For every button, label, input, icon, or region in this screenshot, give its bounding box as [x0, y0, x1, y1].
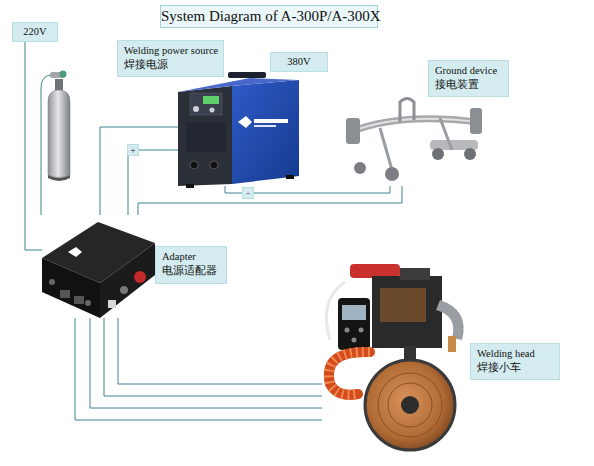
label-text: Adapter	[162, 250, 220, 264]
equipment-node: Ground device接电装置	[346, 98, 482, 186]
welding-head	[372, 276, 442, 348]
diagram-title: System Diagram of A-300P/A-300X	[160, 5, 378, 28]
gas-cylinder	[48, 71, 70, 182]
welding-head	[365, 360, 455, 450]
power-source-machine	[190, 161, 198, 169]
ground-device	[350, 119, 478, 132]
label-box: Adapter电源适配器	[155, 246, 227, 284]
power-source-machine	[190, 93, 222, 115]
label-box: Welding power source焊接电源	[117, 40, 224, 77]
cable-connector	[128, 150, 178, 215]
welding-head	[401, 396, 419, 414]
cable-connector	[138, 186, 402, 215]
power-source-machine	[203, 96, 219, 104]
adapter-device	[60, 290, 70, 298]
polarity-label: +	[127, 144, 139, 156]
label-text: Ground device	[435, 64, 502, 78]
adapter-device	[108, 300, 116, 308]
ground-device	[400, 99, 414, 123]
power-source-machine	[178, 78, 299, 92]
adapter-device	[42, 258, 100, 318]
adapter-device	[85, 300, 91, 306]
cable-connector	[104, 318, 322, 396]
cable-connector	[100, 127, 178, 215]
adapter-device	[49, 279, 55, 285]
welding-head	[380, 288, 426, 322]
power-source-machine	[254, 125, 276, 127]
power-source-machine	[232, 80, 299, 184]
polarity-label: -	[242, 187, 254, 199]
welding-head	[388, 383, 432, 427]
adapter-device	[74, 296, 84, 304]
welding-head	[448, 336, 456, 352]
equipment-node: Adapter电源适配器	[42, 215, 155, 318]
adapter-device	[100, 243, 155, 318]
label-box: 380V	[270, 52, 328, 72]
ground-device	[470, 108, 482, 134]
welding-head	[345, 328, 350, 333]
ground-device	[385, 167, 399, 181]
label-box: Welding head焊接小车	[470, 343, 560, 380]
label-text: 焊接电源	[124, 58, 217, 72]
welding-head	[359, 328, 364, 333]
welding-head	[338, 298, 370, 350]
adapter-device	[68, 247, 82, 257]
adapter-device	[120, 286, 128, 294]
label-text: 380V	[273, 55, 325, 69]
ground-device	[380, 118, 452, 170]
equipment-node: Welding power source焊接电源	[178, 82, 299, 186]
cable-connector	[118, 318, 322, 384]
adapter-device	[134, 271, 146, 283]
power-source-machine	[210, 161, 218, 169]
power-source-machine	[186, 122, 226, 152]
welding-head	[342, 305, 366, 320]
power-source-machine	[254, 119, 288, 123]
cable-connector	[90, 318, 322, 408]
power-source-machine	[286, 175, 294, 179]
label-text: 接电装置	[435, 78, 502, 92]
power-source-machine	[186, 184, 194, 188]
label-text: Welding power source	[124, 44, 217, 58]
ground-device	[432, 148, 444, 160]
cable-connector	[25, 40, 42, 250]
welding-head	[400, 268, 430, 280]
ground-device	[346, 99, 482, 182]
power-source-machine	[228, 72, 266, 78]
power-source-machine	[178, 86, 232, 186]
label-text: 焊接小车	[477, 361, 553, 375]
power-source-machine	[178, 72, 299, 188]
power-source-machine	[210, 108, 215, 113]
ground-device	[464, 148, 476, 160]
welding-head	[404, 346, 416, 360]
ground-device	[350, 119, 478, 132]
label-text: 220V	[15, 25, 55, 39]
equipment-node: 380V	[270, 52, 328, 72]
ground-device	[346, 118, 360, 144]
welding-head	[350, 264, 400, 278]
welding-head	[329, 352, 370, 395]
power-source-machine	[193, 106, 199, 112]
gas-cylinder	[48, 90, 70, 178]
adapter-device	[42, 222, 155, 318]
gas-cylinder	[48, 175, 70, 181]
power-source-machine	[238, 116, 252, 128]
ground-device	[354, 162, 366, 174]
label-box: Ground device接电装置	[428, 60, 509, 97]
equipment-node: 220V	[12, 22, 58, 40]
gas-cylinder	[55, 79, 63, 90]
welding-head	[436, 300, 464, 340]
cable-connector	[75, 318, 322, 420]
equipment-node: Welding head焊接小车	[322, 262, 470, 452]
label-text: Welding head	[477, 347, 553, 361]
welding-head	[329, 352, 370, 395]
label-box: 220V	[12, 22, 58, 42]
welding-head	[378, 373, 442, 437]
welding-head	[326, 264, 463, 450]
welding-head	[352, 338, 357, 343]
gas-cylinder	[60, 71, 67, 78]
label-text: 电源适配器	[162, 264, 220, 278]
